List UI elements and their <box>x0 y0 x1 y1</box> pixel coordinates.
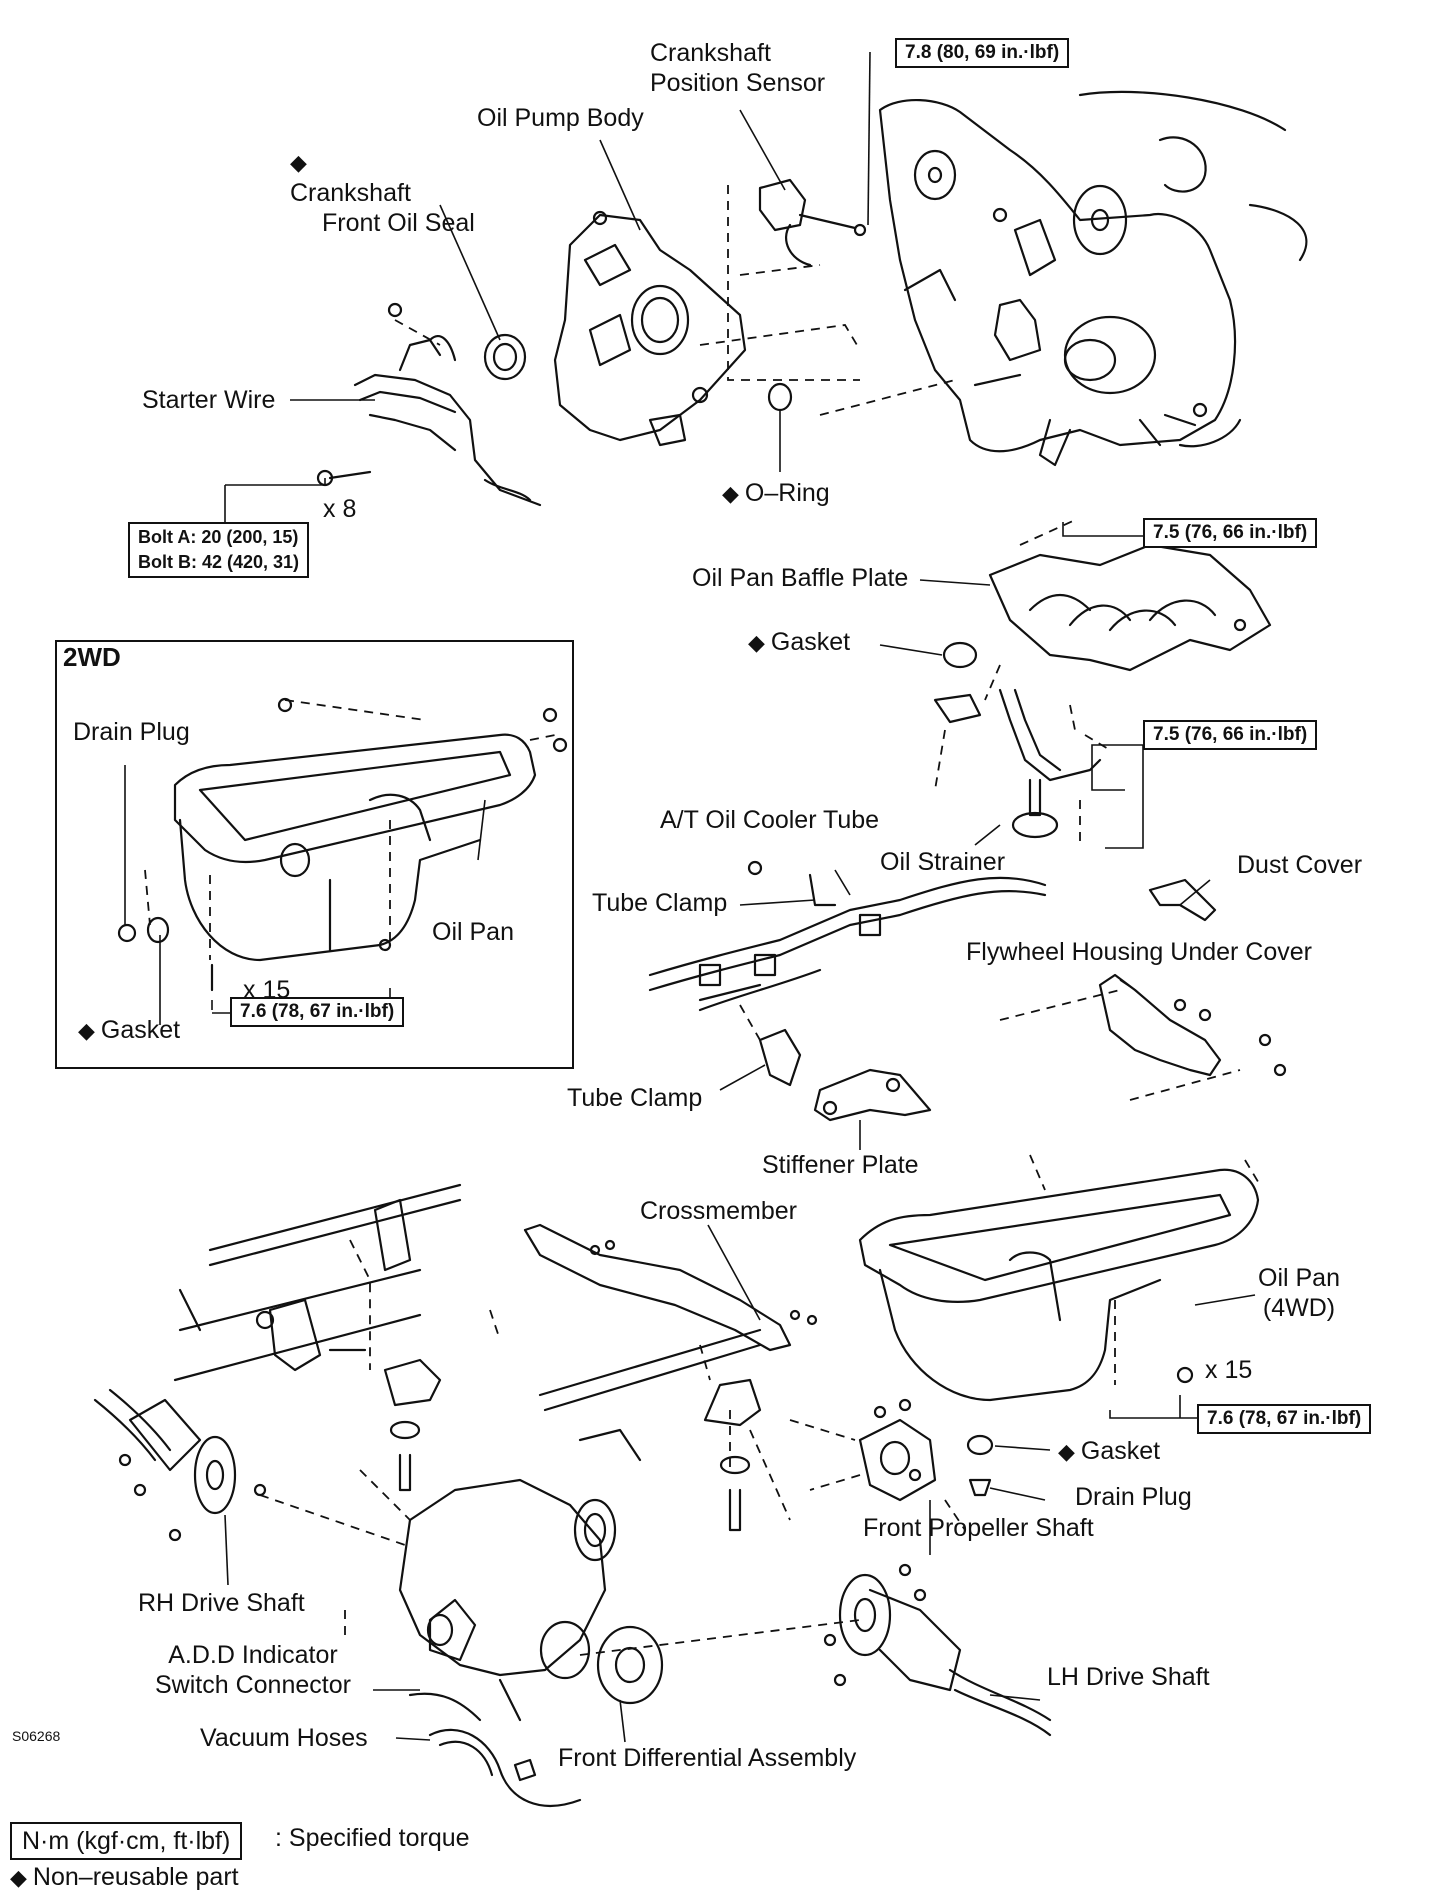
label-dust-cover: Dust Cover <box>1237 851 1363 879</box>
stiffener-plate-part <box>758 1028 932 1122</box>
label-tube-clamp-upper: Tube Clamp <box>592 889 728 917</box>
label-crankshaft-front-oil-seal: ◆Crankshaft Front Oil Seal <box>290 150 475 237</box>
dust-cover-part <box>1148 878 1217 922</box>
chassis-frame <box>173 1183 762 1462</box>
label-starter-wire: Starter Wire <box>142 386 276 414</box>
label-oil-pan-4wd: Oil Pan (4WD) <box>1258 1264 1340 1322</box>
oil-strainer-part <box>933 688 1102 839</box>
label-lh-drive-shaft: LH Drive Shaft <box>1047 1663 1210 1691</box>
o-ring-part <box>767 382 793 412</box>
label-tube-clamp-lower: Tube Clamp <box>567 1084 703 1112</box>
torque-oil-pan-4wd: 7.6 (78, 67 in.·lbf) <box>1197 1404 1372 1434</box>
torque-baffle: 7.5 (76, 66 in.·lbf) <box>1143 518 1318 548</box>
label-oil-strainer: Oil Strainer <box>880 848 1006 876</box>
oil-pan-4wd-part <box>858 1168 1260 1497</box>
label-stiffener-plate: Stiffener Plate <box>762 1151 919 1179</box>
torque-sensor: 7.8 (80, 69 in.·lbf) <box>895 38 1070 68</box>
label-count-bolts: x 8 <box>323 495 357 523</box>
legend-torque-desc: : Specified torque <box>275 1824 470 1852</box>
label-drain-plug-4wd: Drain Plug <box>1075 1483 1192 1511</box>
flywheel-housing-under-cover-part <box>1098 973 1287 1077</box>
diagram-id: S06268 <box>12 1728 61 1744</box>
rh-drive-shaft-part <box>93 1388 267 1542</box>
label-drain-plug-2wd: Drain Plug <box>73 718 190 746</box>
label-crossmember: Crossmember <box>640 1197 797 1225</box>
label-gasket-upper: ◆Gasket <box>748 628 851 656</box>
label-add-indicator-switch-connector: A.D.D Indicator Switch Connector <box>155 1641 351 1699</box>
torque-2wd-oil-pan: 7.6 (78, 67 in.·lbf) <box>230 997 405 1027</box>
label-oil-pan-2wd: Oil Pan <box>432 918 514 946</box>
2wd-inset-box <box>55 640 574 1069</box>
engine-mount-part <box>383 1358 762 1532</box>
crankshaft-position-sensor-part <box>758 178 867 267</box>
label-at-oil-cooler-tube: A/T Oil Cooler Tube <box>660 806 880 834</box>
label-crankshaft-position-sensor: Crankshaft Position Sensor <box>650 39 826 97</box>
engine-front-cover <box>878 90 1308 467</box>
label-flywheel-housing-under-cover: Flywheel Housing Under Cover <box>966 938 1312 966</box>
label-front-differential-assembly: Front Differential Assembly <box>558 1744 857 1772</box>
at-oil-cooler-tube-part <box>648 860 1047 1012</box>
lh-drive-shaft-part <box>823 1563 1052 1737</box>
label-oil-pan-baffle-plate: Oil Pan Baffle Plate <box>692 564 909 592</box>
label-vacuum-hoses: Vacuum Hoses <box>200 1724 368 1752</box>
starter-wire-part <box>316 302 542 507</box>
vacuum-hoses-part <box>408 1692 582 1807</box>
oil-pan-baffle-plate-part <box>988 543 1272 672</box>
nonreusable-marker: ◆ <box>78 1018 95 1043</box>
torque-bolts-a-b: Bolt A: 20 (200, 15) Bolt B: 42 (420, 31… <box>128 522 310 578</box>
crankshaft-front-oil-seal-part <box>483 333 527 381</box>
2wd-title: 2WD <box>63 642 121 672</box>
label-rh-drive-shaft: RH Drive Shaft <box>138 1589 305 1617</box>
label-oil-pump-body: Oil Pump Body <box>477 104 644 132</box>
gasket-upper-part <box>942 641 978 669</box>
label-gasket-4wd: ◆Gasket <box>1058 1437 1161 1465</box>
label-o-ring: ◆O–Ring <box>722 479 830 507</box>
label-front-propeller-shaft: Front Propeller Shaft <box>863 1514 1094 1542</box>
oil-pump-body <box>553 210 747 447</box>
oil-pan-2wd-part <box>117 697 568 992</box>
torque-strainer: 7.5 (76, 66 in.·lbf) <box>1143 720 1318 750</box>
legend-nonreusable: ◆Non–reusable part <box>10 1863 239 1891</box>
legend-torque-unit-box: N·m (kgf·cm, ft·lbf) <box>10 1822 243 1860</box>
crossmember-part <box>523 1223 818 1352</box>
label-count-4wd: x 15 <box>1205 1356 1253 1384</box>
front-propeller-shaft-part <box>858 1398 937 1502</box>
label-gasket-2wd: ◆Gasket <box>78 1016 181 1044</box>
front-differential-assembly-part <box>398 1478 664 1722</box>
